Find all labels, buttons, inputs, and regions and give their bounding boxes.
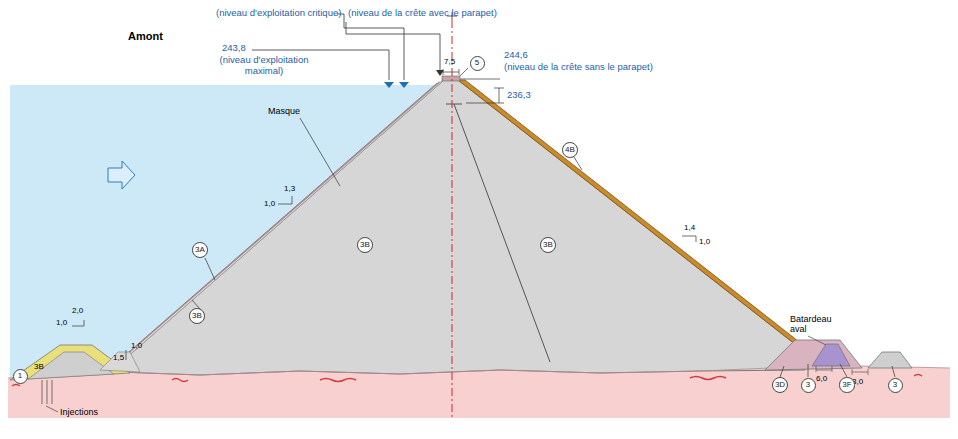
- water-level-symbol: [384, 82, 394, 88]
- cofferdam-core: [28, 352, 114, 379]
- leader-line: [460, 79, 500, 80]
- downstream-cofferdam: [765, 340, 862, 370]
- zone-line: [446, 104, 550, 362]
- callout-number: 3B: [189, 308, 205, 324]
- callout-text: 3: [893, 381, 897, 389]
- dimension-label: 1,0: [264, 199, 275, 208]
- dimension-label: Masque: [268, 106, 300, 116]
- dimension-label: 1,0: [699, 237, 710, 246]
- dimension-label: Injections: [60, 407, 98, 417]
- dimension-label: 1,0: [131, 341, 142, 350]
- cofferdam-core: [812, 344, 850, 366]
- leader-line: [460, 68, 468, 76]
- slope-mark: [72, 320, 84, 326]
- cofferdam-berm: [100, 352, 140, 372]
- callout-number: 3: [801, 378, 816, 393]
- center-line: [452, 20, 453, 420]
- leader-line: [337, 14, 404, 80]
- callout-text: 3F: [842, 381, 851, 389]
- dimension-label: Batardeau aval: [790, 314, 838, 335]
- dimension-line: [443, 69, 459, 75]
- slope-mark: [682, 236, 696, 242]
- leader-line: [780, 364, 895, 377]
- level-label: (niveau de la crête avec le parapet): [348, 8, 497, 19]
- callout-text: 3D: [775, 381, 785, 389]
- dimension-label: 7,5: [444, 57, 455, 66]
- callout-number: 4B: [562, 142, 578, 158]
- leader-line: [46, 406, 58, 412]
- callout-number: 3B: [540, 237, 556, 253]
- water-level-symbol: [399, 82, 409, 88]
- slope-mark: [278, 196, 292, 204]
- dimension-label: Amont: [128, 30, 163, 43]
- callout-text: 3B: [543, 241, 553, 249]
- dimension-label: 3B: [34, 362, 44, 371]
- callout-text: 3B: [360, 241, 370, 249]
- level-label: 243,8: [222, 43, 246, 54]
- callout-number: 3: [888, 378, 903, 393]
- callout-number: 1: [13, 369, 28, 384]
- leader-line: [808, 336, 826, 345]
- level-label: 236,3: [507, 90, 531, 101]
- callout-text: 4B: [565, 146, 575, 154]
- level-label: 244,6: [504, 50, 528, 61]
- dimension-label: 6,0: [816, 374, 827, 383]
- dimension-label: 1,0: [56, 318, 67, 327]
- callout-number: 3D: [772, 377, 788, 393]
- downstream-facing: [458, 80, 812, 352]
- callout-number: 3A: [192, 242, 208, 258]
- leader-line: [300, 118, 340, 186]
- transition-band: [112, 80, 444, 368]
- leader-line: [205, 258, 215, 280]
- dimension-label: 2,0: [72, 306, 83, 315]
- leader-line: [574, 157, 582, 170]
- spoil-mound: [868, 352, 912, 368]
- callout-number: 3B: [357, 237, 373, 253]
- level-label: (niveau d'exploitation critique): [216, 8, 341, 19]
- callout-number: 3F: [839, 377, 854, 392]
- callout-text: 3B: [192, 312, 202, 320]
- dam-fill: [118, 80, 805, 375]
- callout-text: 3A: [195, 246, 205, 254]
- crest-parapet: [442, 76, 460, 81]
- flow-arrow: [108, 161, 135, 189]
- callout-number: 5: [470, 56, 485, 71]
- dimension-label: 1,3: [284, 184, 295, 193]
- callout-text: 3: [806, 381, 810, 389]
- grout-curtain: [42, 380, 52, 404]
- level-label: (niveau de la crête sans le parapet): [504, 62, 653, 73]
- foundation: [8, 366, 950, 418]
- dimension-line: [466, 88, 504, 103]
- dimension-label: 1,4: [684, 223, 695, 232]
- leader-line: [346, 22, 440, 70]
- callout-text: 1: [18, 372, 22, 380]
- level-label: (niveau d'exploitation maximal): [206, 55, 322, 77]
- dimension-label: 1,5: [113, 353, 124, 362]
- slope-mark: [126, 350, 127, 360]
- callout-text: 5: [475, 59, 479, 67]
